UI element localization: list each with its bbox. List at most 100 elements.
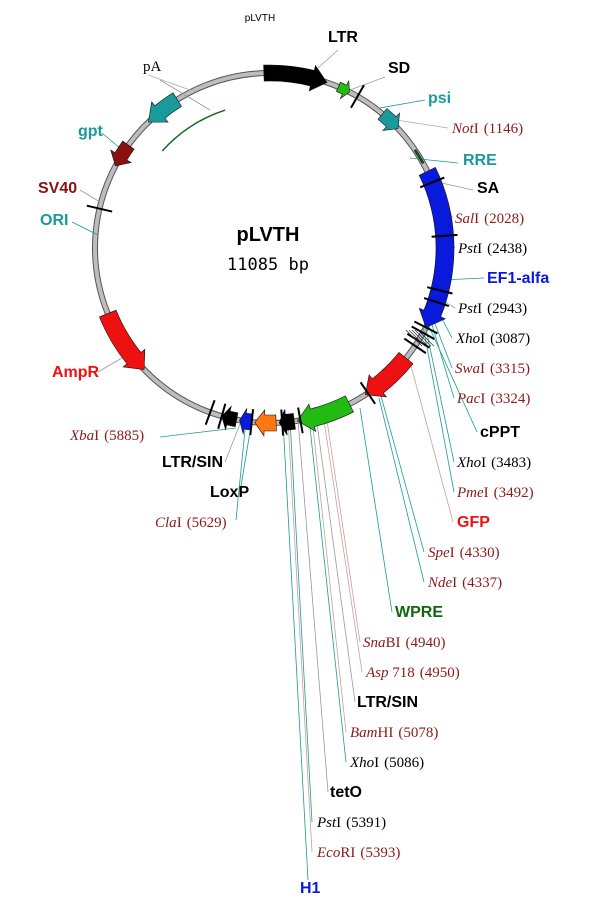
- feature-label-ampr: AmpR: [52, 364, 100, 381]
- leader-line: [289, 419, 313, 823]
- leader-line: [426, 321, 478, 433]
- leader-line: [315, 415, 356, 703]
- feature-label-wpre: WPRE: [395, 604, 443, 621]
- feature-label-ltr-sin-right: LTR/SIN: [357, 694, 418, 711]
- feature-arrow-ltr: [263, 64, 328, 92]
- site-enzyme: Spe: [428, 545, 450, 561]
- feature-label-gfp: GFP: [457, 514, 490, 531]
- site-suffix: HI: [378, 725, 394, 741]
- site-enzyme: Pst: [457, 241, 478, 257]
- site-label-xho1-a: XhoI(3087): [455, 331, 530, 347]
- leader-line: [379, 99, 426, 109]
- site-tick-xba1: [204, 399, 216, 426]
- site-label-pst1-c: PstI(5391): [316, 815, 386, 831]
- feature-marker-rre: [413, 149, 425, 165]
- map-title: pLVTH: [245, 13, 275, 24]
- feature-label-ltr-sin-left: LTR/SIN: [162, 454, 223, 471]
- site-suffix: I: [177, 515, 182, 531]
- feature-label-ltr: LTR: [328, 29, 358, 46]
- site-tick-eco1: [249, 409, 255, 436]
- site-suffix: 718: [389, 665, 415, 681]
- leader-line: [287, 419, 313, 853]
- leader-line: [429, 317, 455, 399]
- site-position: (2438): [487, 241, 527, 257]
- feature-label-teto: tetO: [330, 784, 362, 801]
- site-tick-pst1-b: [426, 286, 453, 295]
- site-tick-cla1: [217, 403, 227, 429]
- site-enzyme: Pme: [456, 485, 484, 501]
- site-tick-xho1-b: [406, 332, 430, 349]
- feature-label-sv40: SV40: [38, 180, 77, 197]
- site-label-sal1: SalI(2028): [455, 211, 524, 227]
- site-tick-pst1-a: [431, 233, 458, 238]
- feature-label-sa: SA: [477, 180, 500, 197]
- leader-line: [322, 413, 363, 673]
- feature-arrow-psi: [377, 108, 400, 131]
- feature-label-cppt: cPPT: [480, 424, 520, 441]
- site-enzyme: Pst: [457, 301, 478, 317]
- feature-arrow-gfp: [364, 352, 414, 398]
- site-suffix: I: [480, 361, 485, 377]
- site-label-pac1: PacI(3324): [456, 391, 530, 407]
- site-label-cla1: ClaI(5629): [155, 515, 227, 531]
- site-label-nde1: NdeI(4337): [427, 575, 502, 591]
- site-enzyme: Nde: [427, 575, 453, 591]
- site-label-ecor1: EcoRI(5393): [316, 845, 400, 861]
- site-suffix: I: [477, 301, 482, 317]
- site-tick-not1: [350, 84, 365, 109]
- site-position: (3324): [490, 391, 530, 407]
- feature-label-ef1-alfa: EF1-alfa: [487, 270, 549, 287]
- leader-line: [424, 323, 455, 463]
- site-label-pme1: PmeI(3492): [456, 485, 534, 501]
- leader-line: [349, 76, 386, 91]
- site-enzyme: Xho: [456, 455, 482, 471]
- site-tick-pme1: [403, 337, 427, 354]
- feature-arc-pa: [161, 109, 226, 152]
- site-enzyme: Sal: [455, 211, 474, 227]
- feature-marker-sd: [336, 80, 350, 100]
- site-position: (5885): [104, 428, 144, 444]
- feature-arrow-loxp: [221, 405, 239, 431]
- restriction-site-labels: NotI(1146)SalI(2028)PstI(2438)PstI(2943)…: [69, 121, 534, 861]
- site-position: (5078): [398, 725, 438, 741]
- leader-line: [380, 395, 425, 553]
- site-enzyme: Sna: [363, 635, 386, 651]
- site-label-spe1: SpeI (4330): [428, 545, 500, 561]
- leader-line: [159, 79, 211, 111]
- site-enzyme: Cla: [155, 515, 177, 531]
- site-suffix: I: [481, 455, 486, 471]
- leader-line: [311, 417, 347, 733]
- site-tick-xho1-a: [423, 297, 450, 308]
- leader-line: [378, 397, 425, 583]
- feature-arrow-sv40: [110, 140, 135, 167]
- site-position: (5393): [360, 845, 400, 861]
- site-enzyme: Xho: [455, 331, 481, 347]
- leader-line: [71, 221, 99, 236]
- site-position: (4940): [406, 635, 446, 651]
- site-tick-sal1: [419, 176, 445, 189]
- site-tick-ori: [86, 204, 113, 213]
- leader-line: [409, 157, 459, 164]
- leader-line: [317, 49, 339, 69]
- site-label-pst1-a: PstI (2438): [457, 241, 527, 257]
- features: [86, 64, 458, 437]
- site-suffix: I: [452, 575, 457, 591]
- site-position: (3483): [491, 455, 531, 471]
- leader-line: [308, 417, 347, 763]
- site-suffix: I: [94, 428, 99, 444]
- leader-line: [409, 361, 454, 523]
- site-position: (4330): [460, 545, 500, 561]
- site-tick-xho1-c: [280, 409, 285, 436]
- site-position: (5086): [384, 755, 424, 771]
- site-label-snab1: SnaBI(4940): [363, 635, 446, 651]
- site-suffix: I: [474, 121, 479, 137]
- site-tick-pac1: [411, 325, 435, 341]
- plasmid-name: pLVTH: [237, 224, 300, 246]
- site-enzyme: Pac: [456, 391, 481, 407]
- site-suffix: I: [450, 545, 455, 561]
- plasmid-size: 11085 bp: [227, 255, 309, 275]
- site-tick-swa1: [413, 320, 438, 335]
- site-suffix: I: [477, 241, 482, 257]
- site-position: (2943): [487, 301, 527, 317]
- leader-line: [147, 74, 191, 91]
